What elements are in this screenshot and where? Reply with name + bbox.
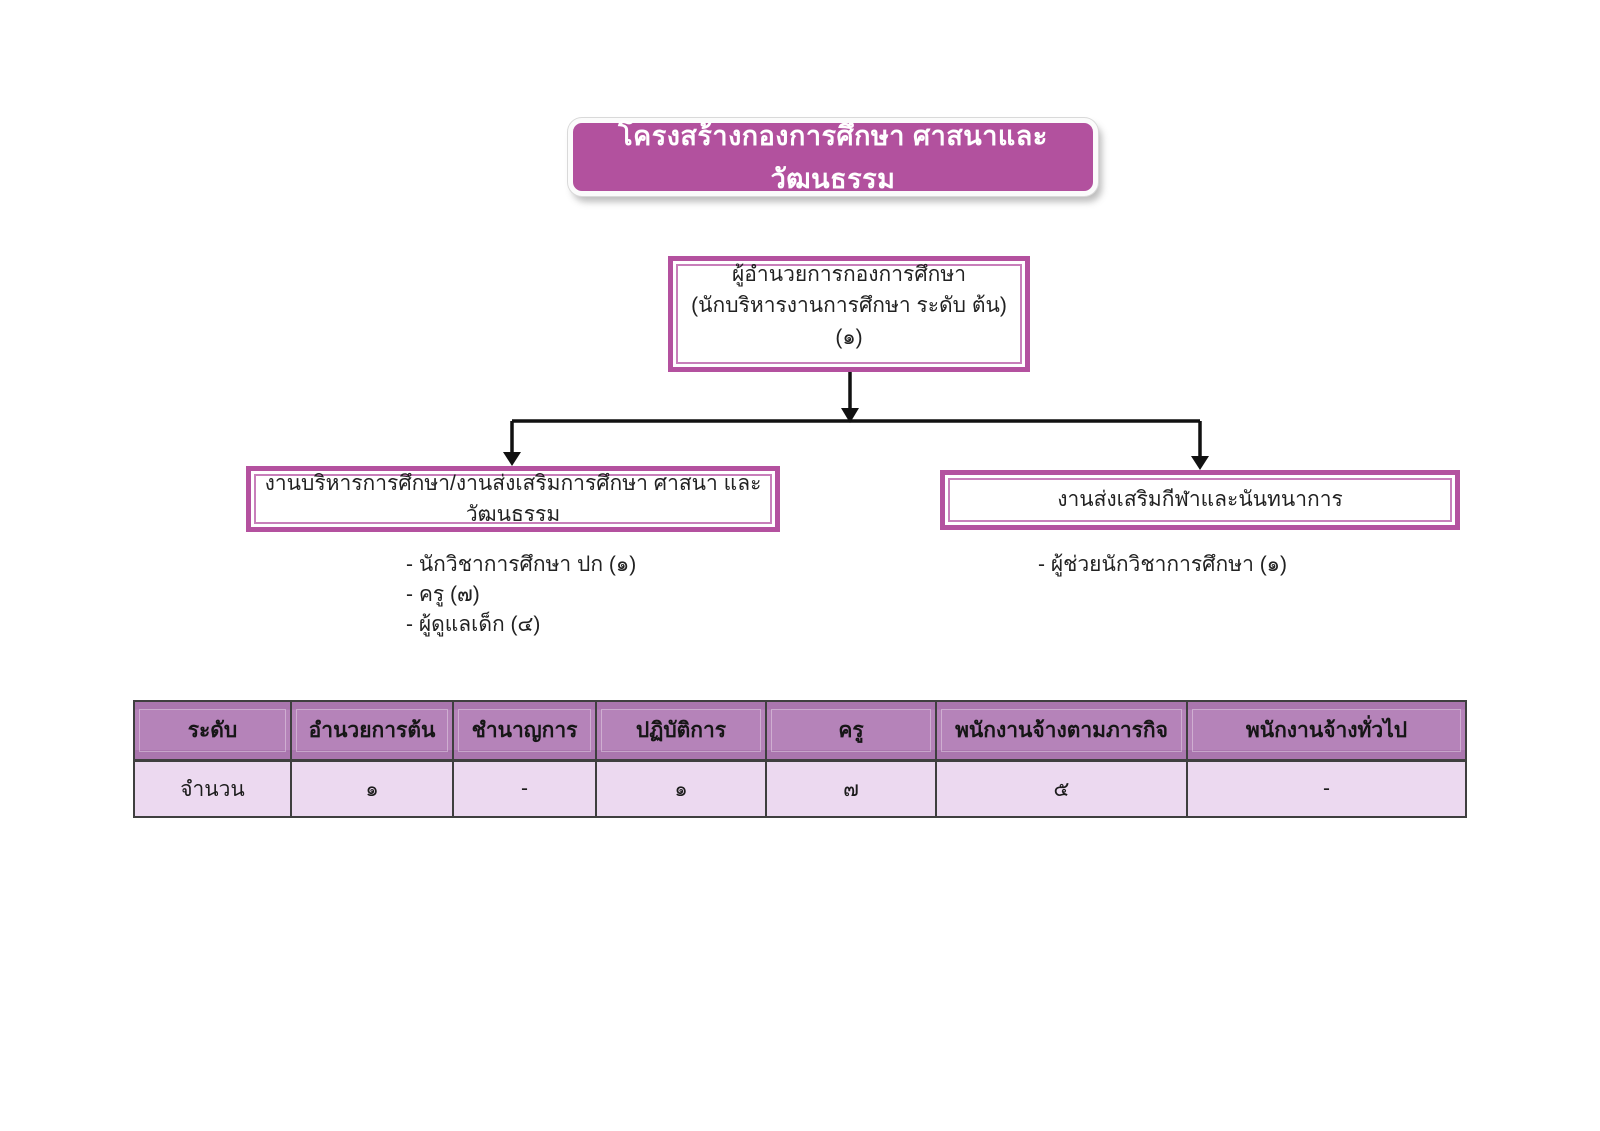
page-title: โครงสร้างกองการศึกษา ศาสนาและวัฒนธรรม <box>618 121 1048 194</box>
data-cell: ๗ <box>767 762 937 816</box>
director-node-body: ผู้อำนวยการกองการศึกษา (นักบริหารงานการศ… <box>676 263 1022 364</box>
data-cell: - <box>1188 762 1465 816</box>
data-cell: - <box>454 762 597 816</box>
header-cell-teacher: ครู <box>767 702 937 759</box>
staff-list-item: - นักวิชาการศึกษา ปก (๑) <box>406 553 637 576</box>
arrow-down-icon <box>1191 456 1209 470</box>
table-data-row: จำนวน ๑ - ๑ ๗ ๕ - <box>135 762 1465 816</box>
unit-node-education-body: งานบริหารการศึกษา/งานส่งเสริมการศึกษา ศา… <box>254 472 772 526</box>
data-cell: ๑ <box>597 762 767 816</box>
header-cell-mission-employee: พนักงานจ้างตามภารกิจ <box>937 702 1188 759</box>
unit-node-education: งานบริหารการศึกษา/งานส่งเสริมการศึกษา ศา… <box>246 466 780 532</box>
header-cell-senior: ชำนาญการ <box>454 702 597 759</box>
unit-label-education: งานบริหารการศึกษา/งานส่งเสริมการศึกษา ศา… <box>264 471 762 527</box>
unit-node-sports: งานส่งเสริมกีฬาและนันทนาการ <box>940 470 1460 530</box>
staffing-table: ระดับ อำนวยการต้น ชำนาญการ ปฏิบัติการ คร… <box>133 700 1467 818</box>
unit-label-sports: งานส่งเสริมกีฬาและนันทนาการ <box>1057 488 1343 512</box>
data-cell-row-label: จำนวน <box>135 762 292 816</box>
arrow-down-icon <box>503 452 521 466</box>
header-cell-director-level: อำนวยการต้น <box>292 702 454 759</box>
org-connector-lines <box>503 372 1209 470</box>
staff-list-sports: - ผู้ช่วยนักวิชาการศึกษา (๑) <box>1038 550 1287 580</box>
unit-node-sports-body: งานส่งเสริมกีฬาและนันทนาการ <box>948 478 1452 522</box>
header-cell-level: ระดับ <box>135 702 292 759</box>
director-title: ผู้อำนวยการกองการศึกษา <box>732 262 966 286</box>
director-subtitle: (นักบริหารงานการศึกษา ระดับ ต้น) (๑) <box>691 294 1007 349</box>
staff-list-item: - ผู้ดูแลเด็ก (๔) <box>406 613 541 636</box>
director-node: ผู้อำนวยการกองการศึกษา (นักบริหารงานการศ… <box>668 256 1030 372</box>
data-cell: ๑ <box>292 762 454 816</box>
table-header-row: ระดับ อำนวยการต้น ชำนาญการ ปฏิบัติการ คร… <box>135 702 1465 762</box>
data-cell: ๕ <box>937 762 1188 816</box>
staff-list-item: - ผู้ช่วยนักวิชาการศึกษา (๑) <box>1038 553 1288 576</box>
title-banner: โครงสร้างกองการศึกษา ศาสนาและวัฒนธรรม <box>568 118 1098 196</box>
staff-list-education: - นักวิชาการศึกษา ปก (๑) - ครู (๗) - ผู้… <box>406 550 636 640</box>
header-cell-practitioner: ปฏิบัติการ <box>597 702 767 759</box>
staff-list-item: - ครู (๗) <box>406 583 480 606</box>
arrow-down-icon <box>841 408 859 423</box>
header-cell-general-employee: พนักงานจ้างทั่วไป <box>1188 702 1465 759</box>
